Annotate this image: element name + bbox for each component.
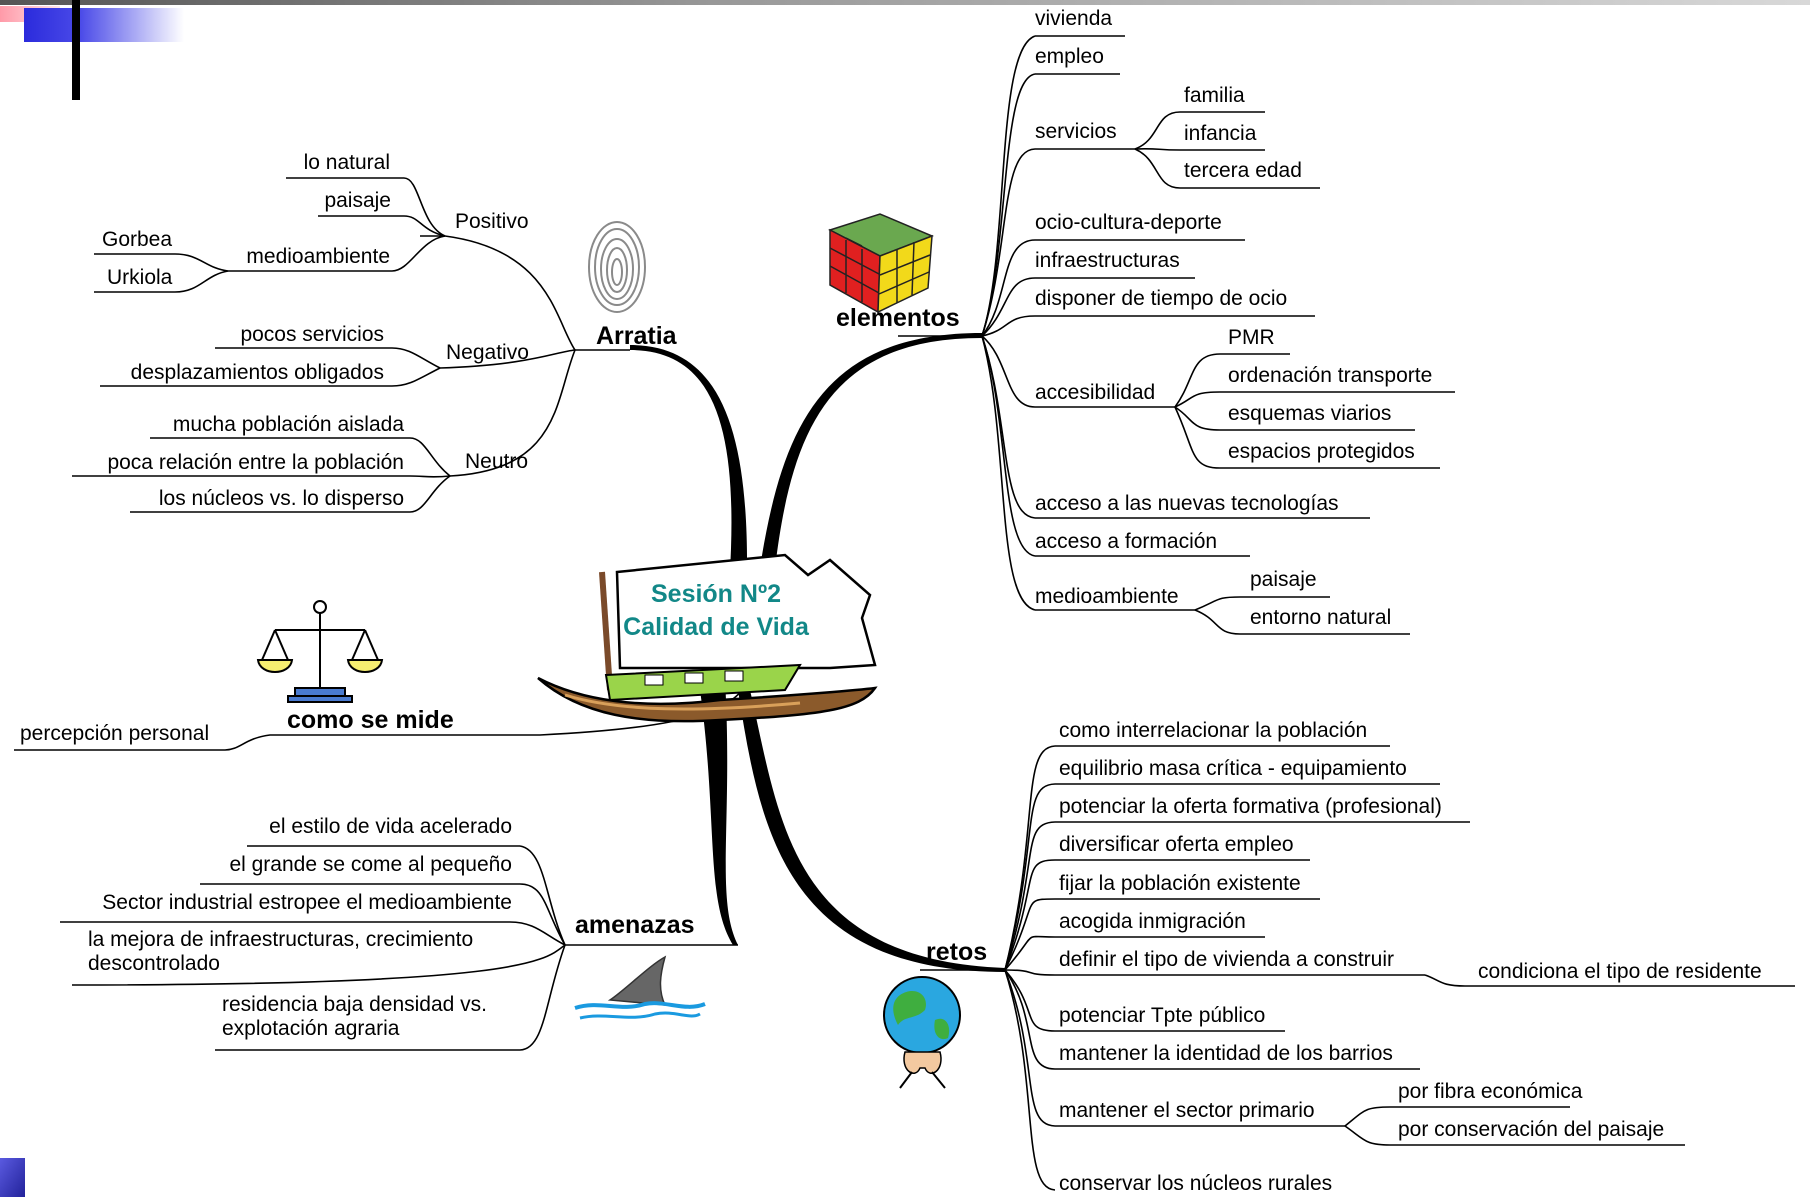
retos-item: definir el tipo de vivienda a construir xyxy=(1059,948,1395,971)
elementos-item: acceso a formación xyxy=(1035,530,1218,553)
center-title: Sesión Nº2 Calidad de Vida xyxy=(596,578,836,644)
center-title-line1: Sesión Nº2 xyxy=(650,580,781,608)
amenazas-item: Sector industrial estropee el medioambie… xyxy=(102,891,512,914)
amenazas-item: residencia baja densidad vs. explotación… xyxy=(222,993,488,1040)
arratia-neutro: Neutro xyxy=(465,450,529,473)
scales-icon xyxy=(256,600,384,703)
como-se-mide-item: percepción personal xyxy=(20,722,210,745)
arratia-medioambiente-item: Gorbea xyxy=(102,228,173,251)
elementos-item: medioambiente xyxy=(1035,585,1179,608)
elementos-accesibilidad-item: ordenación transporte xyxy=(1228,364,1433,387)
amenazas-item: el estilo de vida acelerado xyxy=(269,815,512,838)
arratia-positivo-item: medioambiente xyxy=(246,245,390,268)
retos-item: equilibrio masa crítica - equipamiento xyxy=(1059,757,1407,780)
retos-item: mantener la identidad de los barrios xyxy=(1059,1042,1393,1065)
boat-sign-icon xyxy=(537,553,878,723)
arratia-negativo: Negativo xyxy=(446,341,529,364)
retos-vivienda-item: condiciona el tipo de residente xyxy=(1478,960,1762,983)
arratia-neutro-item: los núcleos vs. lo disperso xyxy=(158,487,404,510)
branch-arratia: Arratia xyxy=(596,322,677,350)
elementos-accesibilidad-item: espacios protegidos xyxy=(1228,440,1415,463)
elementos-servicios-item: familia xyxy=(1184,84,1245,107)
elementos-medioambiente-item: entorno natural xyxy=(1250,606,1392,629)
arratia-positivo-item: lo natural xyxy=(303,151,390,174)
branch-elementos: elementos xyxy=(836,304,960,332)
arratia-negativo-item: pocos servicios xyxy=(240,323,384,346)
retos-item: como interrelacionar la población xyxy=(1059,719,1368,742)
atlas-globe-icon xyxy=(883,976,961,1089)
retos-primario-item: por conservación del paisaje xyxy=(1398,1118,1665,1141)
elementos-accesibilidad-item: esquemas viarios xyxy=(1228,402,1392,425)
amenazas-item: el grande se come al pequeño xyxy=(229,853,512,876)
connector-lines xyxy=(14,35,1795,1191)
elementos-medioambiente-item: paisaje xyxy=(1250,568,1317,591)
corner-decoration-square xyxy=(0,1158,25,1197)
elementos-item: accesibilidad xyxy=(1035,381,1156,404)
branch-amenazas: amenazas xyxy=(575,911,695,939)
elementos-item: ocio-cultura-deporte xyxy=(1035,211,1222,234)
retos-item: potenciar la oferta formativa (profesion… xyxy=(1059,795,1442,818)
elementos-item: servicios xyxy=(1035,120,1117,143)
arratia-positivo-item: paisaje xyxy=(324,189,391,212)
corner-decoration-bar xyxy=(72,0,80,100)
corner-decoration-blue xyxy=(24,8,184,42)
amenazas-item: la mejora de infraestructuras, crecimien… xyxy=(88,928,474,975)
retos-item: acogida inmigración xyxy=(1059,910,1246,933)
retos-item: conservar los núcleos rurales xyxy=(1059,1172,1333,1195)
arratia-medioambiente-item: Urkiola xyxy=(107,266,173,289)
branch-retos: retos xyxy=(926,938,988,966)
retos-item: mantener el sector primario xyxy=(1059,1099,1315,1122)
elementos-item: disponer de tiempo de ocio xyxy=(1035,287,1288,310)
arratia-negativo-item: desplazamientos obligados xyxy=(130,361,384,384)
elementos-item: infraestructuras xyxy=(1035,249,1180,272)
trunk-elementos xyxy=(745,333,982,680)
trunk-retos xyxy=(738,690,1005,972)
elementos-servicios-item: infancia xyxy=(1184,122,1257,145)
center-title-line2: Calidad de Vida xyxy=(623,613,809,641)
elementos-servicios-item: tercera edad xyxy=(1184,159,1302,182)
retos-item: potenciar Tpte público xyxy=(1059,1004,1266,1027)
retos-primario-item: por fibra económica xyxy=(1398,1080,1583,1103)
retos-item: fijar la población existente xyxy=(1059,872,1301,895)
arratia-neutro-item: mucha población aislada xyxy=(172,413,404,436)
shark-fin-icon xyxy=(574,955,706,1020)
elementos-item: empleo xyxy=(1035,45,1104,68)
fingerprint-icon xyxy=(588,221,646,313)
rubiks-cube-icon xyxy=(828,213,935,314)
top-gradient-bar xyxy=(0,0,1810,5)
trunk-amenazas xyxy=(700,680,738,945)
arratia-neutro-item: poca relación entre la población xyxy=(107,451,404,474)
elementos-accesibilidad-item: PMR xyxy=(1228,326,1275,349)
elementos-item: vivienda xyxy=(1035,7,1113,30)
branch-como-se-mide: como se mide xyxy=(287,706,454,734)
arratia-positivo: Positivo xyxy=(455,210,529,233)
retos-item: diversificar oferta empleo xyxy=(1059,833,1294,856)
elementos-item: acceso a las nuevas tecnologías xyxy=(1035,492,1339,515)
